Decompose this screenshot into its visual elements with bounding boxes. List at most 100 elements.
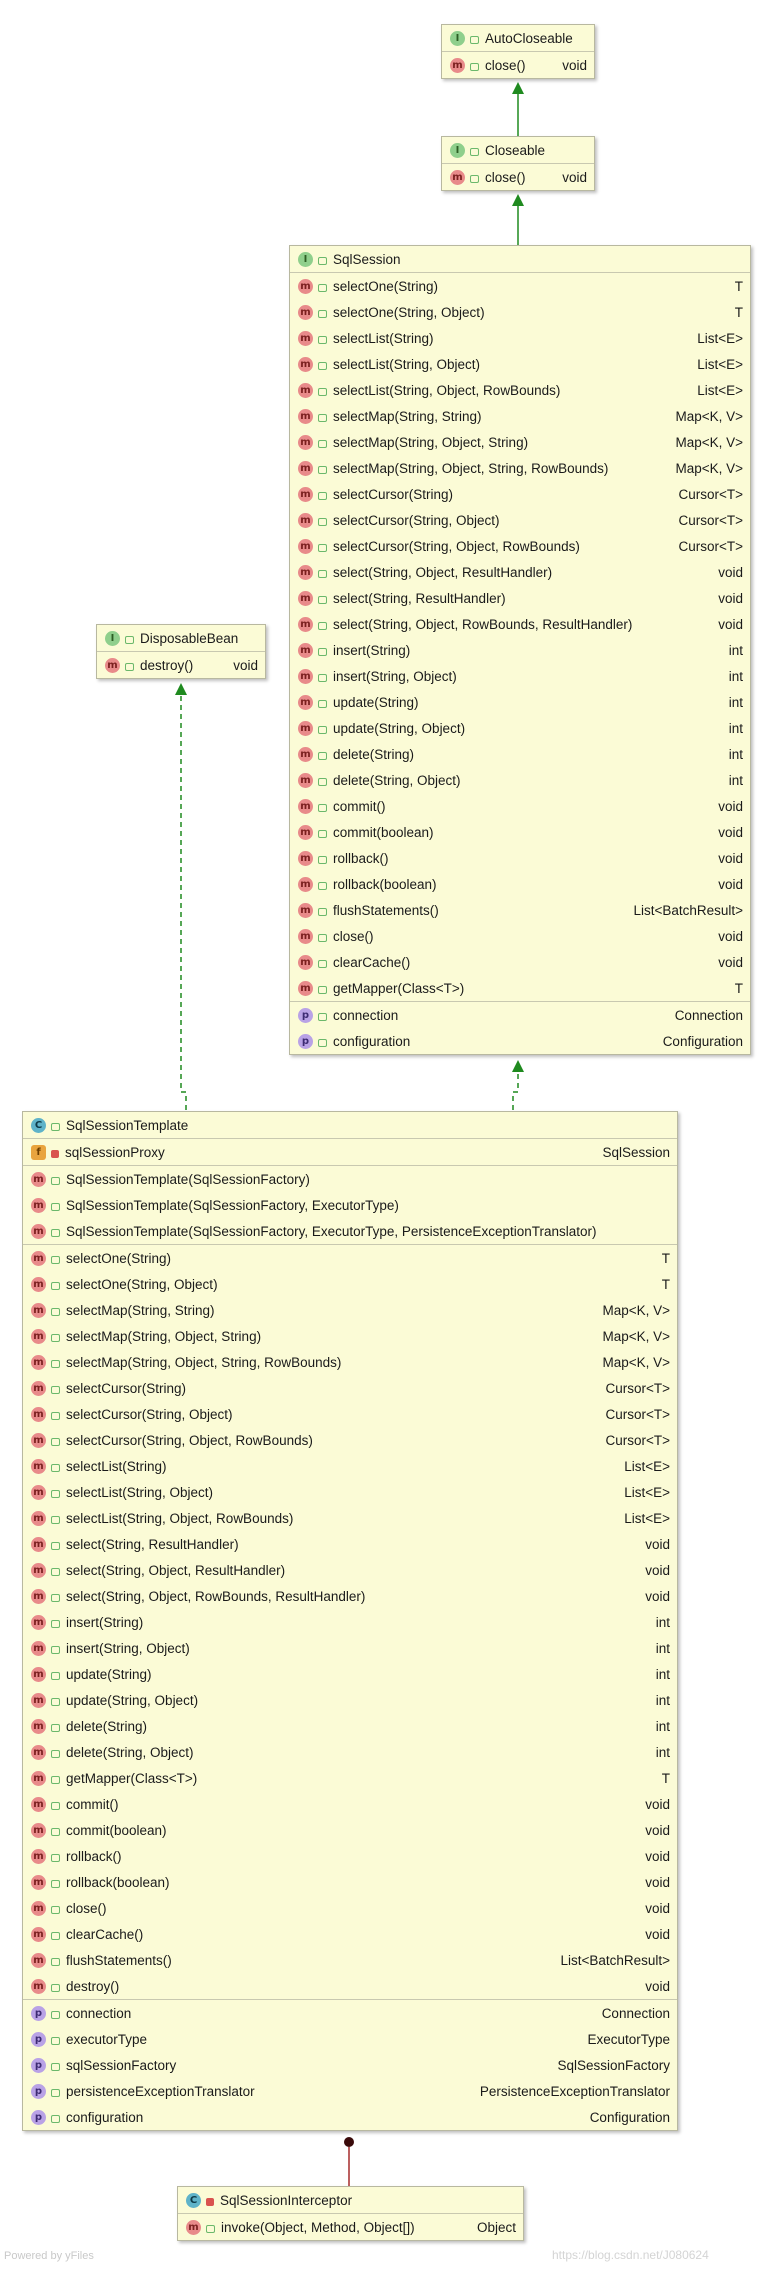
method-icon: m xyxy=(31,1536,46,1552)
member-name: SqlSessionTemplate(SqlSessionFactory, Ex… xyxy=(66,1223,597,1239)
member-type: void xyxy=(645,1536,670,1552)
member-name: persistenceExceptionTranslator xyxy=(66,2083,255,2099)
public-unlock-icon xyxy=(51,1228,60,1237)
member-type: void xyxy=(562,57,587,73)
method-icon: m xyxy=(298,538,313,554)
public-unlock-icon xyxy=(51,1957,60,1966)
member-name: select(String, ResultHandler) xyxy=(66,1536,239,1552)
composition-dot-icon xyxy=(344,2137,354,2147)
member-name: select(String, Object, RowBounds, Result… xyxy=(66,1588,366,1604)
public-unlock-icon xyxy=(318,256,327,265)
public-unlock-icon xyxy=(318,933,327,942)
public-unlock-icon xyxy=(51,1697,60,1706)
public-unlock-icon xyxy=(318,491,327,500)
method-row[interactable]: m select(String, ResultHandler) void xyxy=(23,1531,677,1557)
method-icon: m xyxy=(31,1406,46,1422)
